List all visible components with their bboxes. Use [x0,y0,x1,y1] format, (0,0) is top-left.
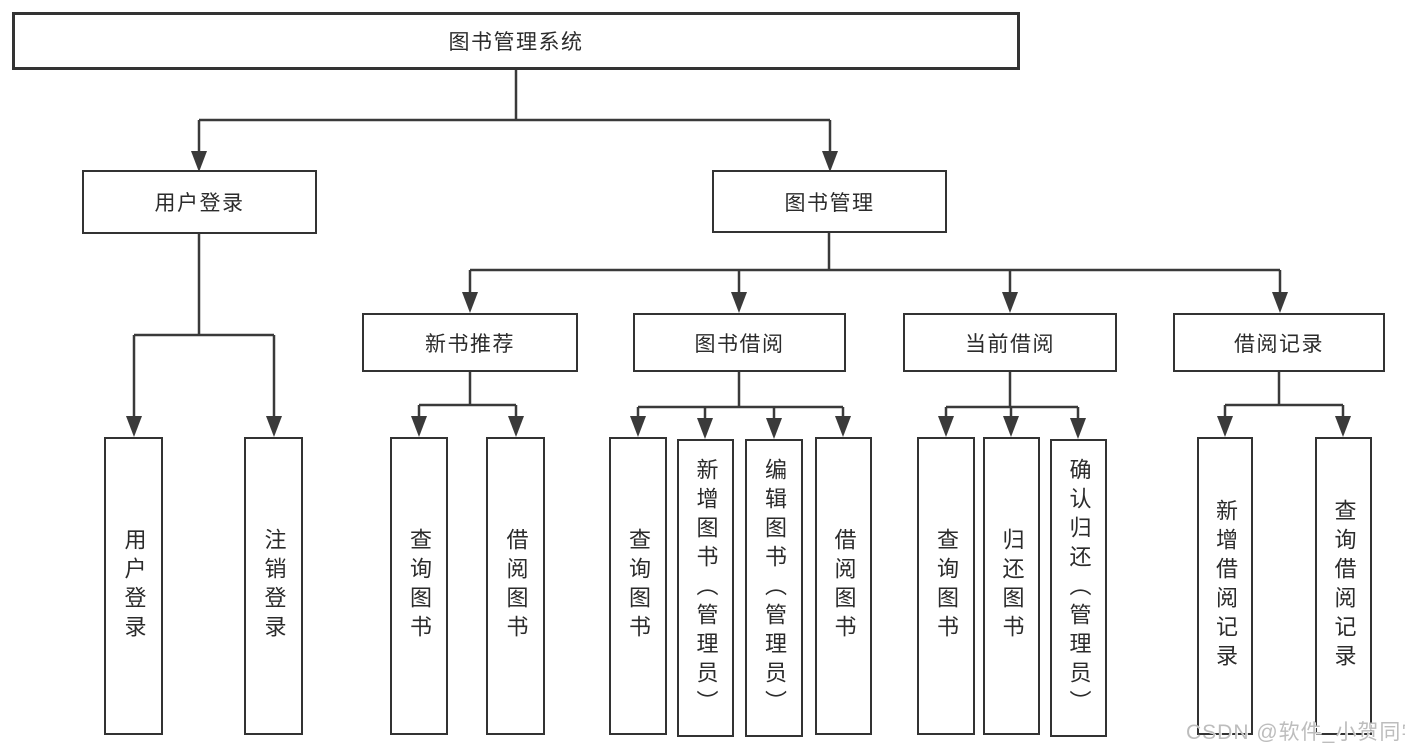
leaf-query-borrow-record: 查询借阅记录 [1315,437,1372,735]
leaf-add-borrow-record-label: 新增借阅记录 [1213,499,1238,673]
leaf-user-login: 用户登录 [104,437,163,735]
leaf-query-books-1-label: 查询图书 [407,528,432,644]
leaf-return-books-label: 归还图书 [999,528,1025,644]
leaf-query-books-2: 查询图书 [609,437,667,735]
leaf-confirm-return-admin: 确认归还（管理员） [1050,439,1107,737]
node-library-system: 图书管理系统 [12,12,1020,70]
csdn-watermark: CSDN @软件_小贺同学 [1186,721,1405,744]
leaf-query-books-2-label: 查询图书 [626,528,651,644]
leaf-confirm-return-admin-label: 确认归还（管理员） [1066,457,1092,719]
leaf-borrow-books-1-label: 借阅图书 [503,528,529,644]
leaf-edit-books-admin-label: 编辑图书（管理员） [762,457,787,719]
node-current-borrowing: 当前借阅 [903,313,1117,372]
node-book-borrowing-label: 图书借阅 [694,332,785,356]
node-book-management: 图书管理 [712,170,947,233]
leaf-query-books-3: 查询图书 [917,437,975,735]
leaf-add-borrow-record: 新增借阅记录 [1197,437,1253,735]
leaf-logout-login-label: 注销登录 [261,528,287,644]
leaf-user-login-label: 用户登录 [121,528,147,644]
leaf-borrow-books-2: 借阅图书 [815,437,872,735]
leaf-borrow-books-1: 借阅图书 [486,437,545,735]
node-new-book-recommend: 新书推荐 [362,313,578,372]
node-book-borrowing: 图书借阅 [633,313,846,372]
node-borrowing-records-label: 借阅记录 [1234,332,1324,356]
node-new-book-recommend-label: 新书推荐 [425,332,515,356]
node-book-management-label: 图书管理 [784,191,875,215]
leaf-logout-login: 注销登录 [244,437,303,735]
node-borrowing-records: 借阅记录 [1173,313,1385,372]
leaf-add-books-admin: 新增图书（管理员） [677,439,734,737]
leaf-query-books-1: 查询图书 [390,437,448,735]
leaf-return-books: 归还图书 [983,437,1040,735]
leaf-edit-books-admin: 编辑图书（管理员） [745,439,803,737]
leaf-query-books-3-label: 查询图书 [934,528,959,644]
node-user-login: 用户登录 [82,170,317,234]
leaf-query-borrow-record-label: 查询借阅记录 [1331,499,1357,673]
node-user-login-label: 用户登录 [154,192,245,215]
leaf-borrow-books-2-label: 借阅图书 [831,528,857,644]
leaf-add-books-admin-label: 新增图书（管理员） [693,457,719,719]
node-current-borrowing-label: 当前借阅 [965,332,1055,356]
node-library-system-label: 图书管理系统 [448,31,584,54]
